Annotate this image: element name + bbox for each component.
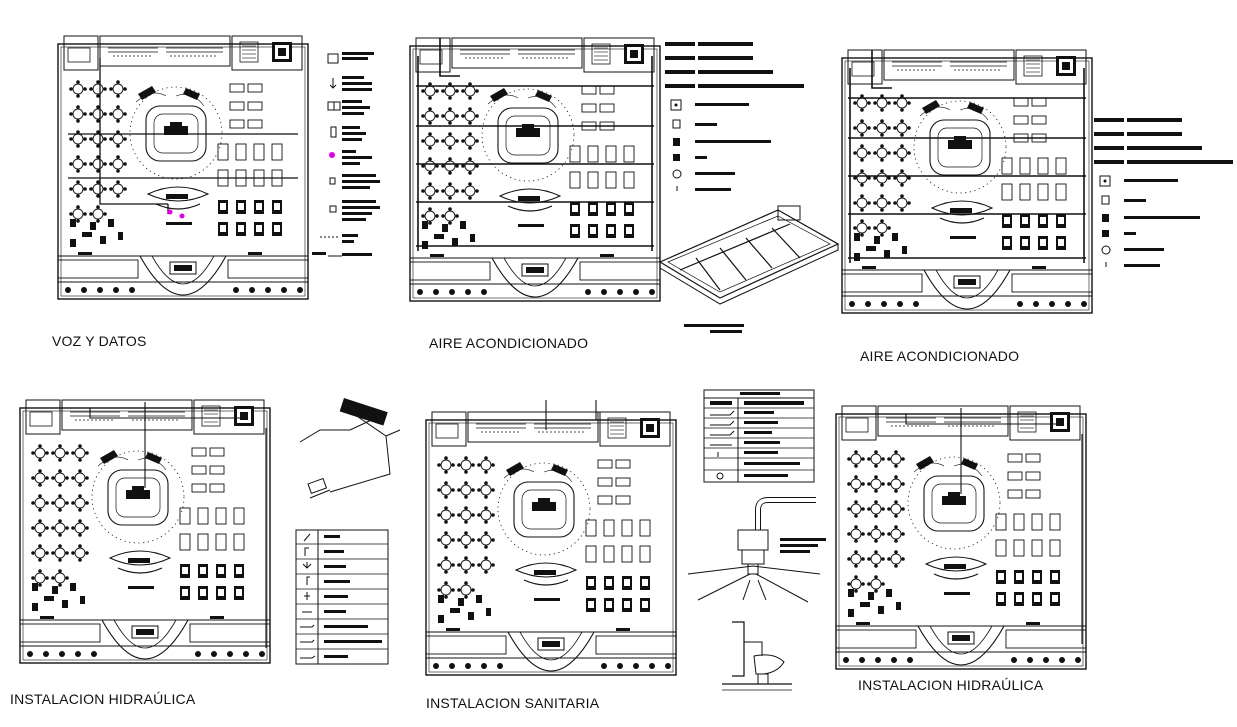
caption-voz-y-datos: VOZ Y DATOS	[52, 333, 147, 349]
legend-aire-acondicionado-1	[665, 42, 804, 191]
caption-instalacion-hidraulica-1: INSTALACION HIDRAÚLICA	[10, 691, 196, 707]
isometric-roof-duct	[658, 205, 840, 333]
plan-instalacion-sanitaria	[425, 400, 677, 676]
legend-table-hidraulica	[295, 529, 389, 665]
caption-instalacion-sanitaria: INSTALACION SANITARIA	[426, 695, 600, 711]
isometric-hydraulic-pipes	[299, 398, 401, 499]
legend-table-sanitaria	[703, 389, 815, 483]
caption-instalacion-hidraulica-2: INSTALACION HIDRAÚLICA	[858, 677, 1044, 693]
caption-aire-acondicionado-1: AIRE ACONDICIONADO	[429, 335, 589, 351]
legend-voz-y-datos	[312, 52, 380, 257]
plan-voz-y-datos	[57, 35, 309, 300]
plan-instalacion-hidraulica-2	[835, 405, 1087, 670]
wc-section-detail	[722, 621, 792, 691]
caption-aire-acondicionado-2: AIRE ACONDICIONADO	[860, 348, 1020, 364]
plan-aire-acondicionado-1	[409, 37, 661, 302]
plan-instalacion-hidraulica-1	[19, 399, 271, 664]
plan-aire-acondicionado-2	[841, 49, 1093, 314]
legend-aire-acondicionado-2	[1094, 118, 1233, 267]
sanitary-detail-drain	[687, 497, 826, 603]
